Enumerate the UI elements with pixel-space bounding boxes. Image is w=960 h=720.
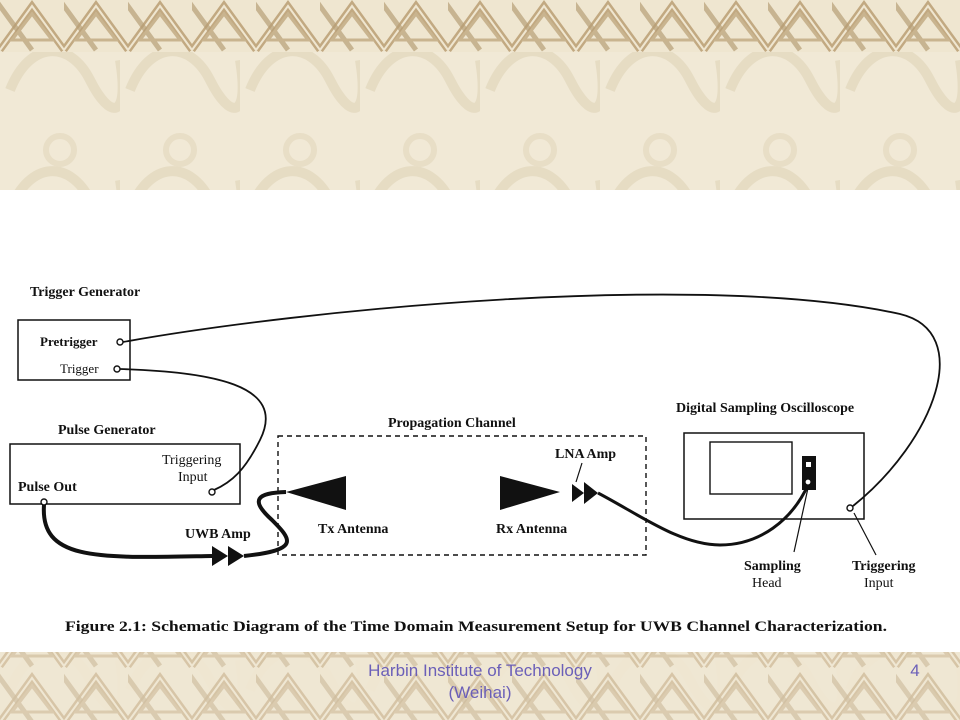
lna-amp-icon — [572, 484, 584, 502]
oscilloscope-box — [683, 432, 865, 520]
lna-amp-label: LNA Amp — [555, 447, 616, 462]
tx-antenna-label: Tx Antenna — [318, 522, 388, 537]
pulse-gen-triggering-label: Triggering — [162, 453, 221, 468]
scope-trigger-port — [846, 504, 854, 512]
propagation-channel-box — [277, 435, 647, 556]
pulse-gen-input-label: Input — [178, 470, 208, 485]
pulse-out-cable — [41, 504, 213, 559]
tx-antenna-icon — [286, 476, 346, 510]
sampling-head-port — [804, 478, 812, 486]
pretrigger-port — [116, 338, 124, 346]
figure-caption: Figure 2.1: Schematic Diagram of the Tim… — [65, 619, 887, 635]
rx-antenna-label: Rx Antenna — [496, 522, 567, 537]
trigger-port — [113, 365, 121, 373]
scope-input-label: Input — [864, 576, 894, 591]
sampling-head-label-2: Head — [752, 576, 782, 591]
trigger-label: Trigger — [60, 361, 99, 376]
uwb-amp-to-tx-cable — [243, 490, 289, 558]
top-border-pattern — [0, 0, 960, 52]
footer-institution: Harbin Institute of Technology (Weihai) — [330, 660, 630, 704]
uwb-amp-label: UWB Amp — [185, 527, 251, 542]
lna-amp-pointer — [575, 462, 583, 483]
diagram-panel: Trigger Generator Pretrigger Trigger Pul… — [0, 190, 960, 652]
oscilloscope-screen — [709, 441, 793, 495]
sampling-head-pointer — [793, 487, 809, 553]
pulse-gen-trigger-port — [208, 488, 216, 496]
pulse-out-label: Pulse Out — [18, 480, 77, 495]
schematic-diagram: Trigger Generator Pretrigger Trigger Pul… — [9, 285, 941, 635]
pulse-generator-title: Pulse Generator — [58, 423, 156, 438]
scope-trigger-pointer — [853, 512, 877, 556]
pulse-out-port — [40, 498, 48, 506]
trigger-generator-box — [17, 319, 131, 381]
trigger-generator-title: Trigger Generator — [30, 285, 140, 300]
rx-antenna-icon — [500, 476, 560, 510]
bottom-border-pattern — [0, 652, 960, 720]
propagation-channel-title: Propagation Channel — [388, 416, 516, 431]
page-number: 4 — [910, 661, 920, 680]
scope-triggering-label: Triggering — [852, 559, 916, 574]
footer-institution-line1: Harbin Institute of Technology — [368, 661, 592, 680]
trigger-cable — [119, 368, 267, 491]
pretrigger-cable — [122, 293, 941, 507]
pulse-generator-box — [9, 443, 241, 505]
uwb-amp-icon — [212, 546, 228, 566]
lna-to-scope-cable — [597, 484, 810, 547]
footer-institution-line2: (Weihai) — [448, 683, 512, 702]
oscilloscope-title: Digital Sampling Oscilloscope — [676, 401, 854, 416]
pretrigger-label: Pretrigger — [40, 334, 98, 349]
sampling-head-label-1: Sampling — [744, 559, 801, 574]
